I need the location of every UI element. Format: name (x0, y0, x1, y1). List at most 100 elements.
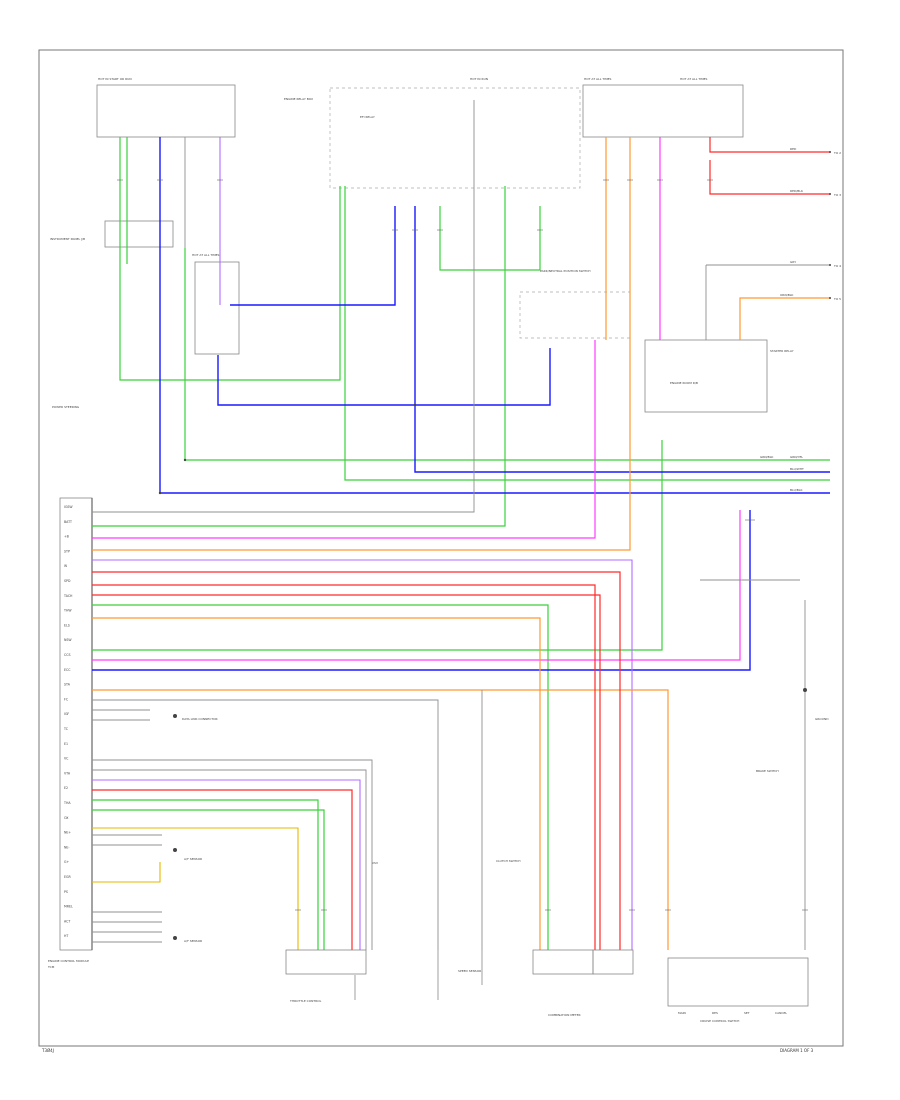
wire-green-5 (344, 186, 830, 481)
wire-blue-5 (92, 510, 751, 671)
ecm-pin-stp: STP (64, 549, 70, 553)
junction-dots (158, 151, 831, 940)
label-cruise-switch: CRUISE CONTROL SWITCH (700, 1019, 739, 1023)
wires-green (92, 137, 830, 950)
label-data-link: DATA LINK CONNECTOR (182, 717, 218, 721)
label-park-neutral: PARK/NEUTRAL POSITION SWITCH (540, 269, 591, 273)
dot-8 (803, 688, 807, 692)
label-clutch: CLUTCH SWITCH (496, 859, 521, 863)
label-speed-sensor: SPEED SENSOR (458, 969, 481, 973)
ecm-pin--b: +B (64, 535, 69, 539)
label-hot-all-a: HOT AT ALL TIMES (584, 77, 612, 81)
dot-5 (829, 193, 831, 195)
wire-orange-3 (739, 297, 830, 340)
ecm-pin-els: ELS (64, 623, 70, 627)
dashed-box-park (519, 291, 631, 339)
ecm-pin-tha: THA (63, 801, 71, 805)
side-red-b: RED/BLK (790, 189, 804, 193)
ecm-pin-vta: VTA (64, 771, 71, 775)
label-cruise-res: RES (712, 1011, 718, 1015)
instrument-jb-box (104, 220, 174, 248)
fuse-box-left (96, 84, 236, 138)
ecm-pin-sta: STA (64, 683, 71, 687)
dot-9 (173, 714, 177, 718)
wire-red-5 (92, 789, 353, 950)
connector-ticks (117, 179, 808, 911)
throttle-box (285, 949, 367, 975)
ecm-pin-ox: OX (64, 816, 69, 820)
wires-red (92, 137, 830, 950)
label-cruise-set: SET (744, 1011, 750, 1015)
wire-pink-2 (92, 340, 596, 539)
wires-pink (92, 137, 741, 661)
wire-yellow-1 (92, 827, 299, 950)
ecm-pin-ne-: NE+ (64, 831, 71, 835)
label-cruise-cancel: CANCEL (775, 1011, 787, 1015)
wire-orange-5 (92, 617, 541, 950)
ecm-pin-labels: IGSWBATT+BSTPWSPDTACHTHWELSNSWCCSECCSTAF… (63, 505, 73, 938)
label-ecm: ENGINE CONTROL MODULE (48, 959, 89, 963)
label-hot-run: HOT IN RUN (470, 77, 488, 81)
component-labels: HOT IN START OR RUN HOT AT ALL TIMES HOT… (47, 77, 829, 1023)
ecm-pin-ps: PS (64, 890, 68, 894)
wire-violet-2 (92, 559, 633, 950)
label-tcm: TCM (47, 965, 55, 969)
ecm-pin-thw: THW (63, 609, 72, 613)
label-combination-meter: COMBINATION METER (548, 1013, 581, 1017)
label-efi-relay: EFI RELAY (360, 115, 375, 119)
engine-relay-box (644, 339, 768, 413)
wire-red-4 (92, 584, 596, 950)
label-engine-relay: ENGINE RELAY BOX (284, 97, 313, 101)
label-hot-start-a: HOT IN START OR RUN (98, 77, 132, 81)
lower-components (285, 949, 809, 1007)
wire-blue-2 (230, 206, 396, 306)
ecm-pin-ne-: NE- (64, 845, 70, 849)
label-jb-instrument: INSTRUMENT PANEL J/B (50, 237, 85, 241)
ecm-pin-spd: SPD (64, 579, 71, 583)
diagram-frame (38, 49, 844, 1047)
wires-yellow (92, 827, 299, 950)
wire-green-4 (439, 206, 541, 271)
wire-green-7 (92, 604, 549, 950)
ecm-pin-fc: FC (64, 697, 69, 701)
wire-gray-17 (92, 100, 475, 513)
label-hot-start-b: HOT AT ALL TIMES (192, 253, 220, 257)
wire-pink-3 (92, 510, 741, 661)
label-a-f-sensor-2: A/F SENSOR (184, 939, 202, 943)
dot-7 (829, 297, 831, 299)
wire-gray-2 (92, 699, 439, 950)
dot-1 (183, 458, 187, 462)
dot-4 (829, 151, 831, 153)
ecm-pin-ccs: CCS (64, 653, 70, 657)
wire-gray-4 (92, 769, 367, 950)
dot-11 (173, 936, 177, 940)
side-labels: RED RED/BLK GRY ORN/BLK GRN/BLK GRN/YEL … (760, 147, 841, 492)
wires-blue (92, 137, 830, 671)
wire-green-9 (92, 809, 325, 950)
label-starter-relay: STARTER RELAY (770, 349, 794, 353)
ecm-pin-igf: IGF (64, 712, 69, 716)
wire-yellow-2 (92, 862, 161, 883)
label-cruise-main: MAIN (678, 1011, 686, 1015)
wire-green-3 (184, 248, 830, 461)
side-blu-b: BLU/BLK (790, 488, 804, 492)
footer-right: DIAGRAM 1 OF 3 (780, 1048, 814, 1053)
wire-green-6 (92, 186, 506, 527)
wire-green-8 (92, 440, 663, 651)
label-engine-box: ENGINE ROOM R/B (670, 381, 698, 385)
label-power-steering: POWER STEERING (52, 405, 80, 409)
side-to-3: TO 4 (833, 264, 841, 268)
wires-orange (92, 137, 830, 950)
meter-box-b (592, 949, 634, 975)
side-to-1: TO 2 (833, 151, 841, 155)
ecm-module (59, 497, 93, 951)
dashed-boxes (329, 87, 631, 339)
wire-green-1 (119, 137, 341, 381)
wire-orange-2 (92, 137, 631, 551)
dot-2 (413, 403, 417, 407)
wire-orange-4 (92, 689, 669, 950)
top-boxes (96, 84, 768, 413)
side-blu-a: BLU/WHT (790, 467, 804, 471)
wire-green-10 (92, 799, 319, 950)
relay-small-box (194, 261, 240, 355)
